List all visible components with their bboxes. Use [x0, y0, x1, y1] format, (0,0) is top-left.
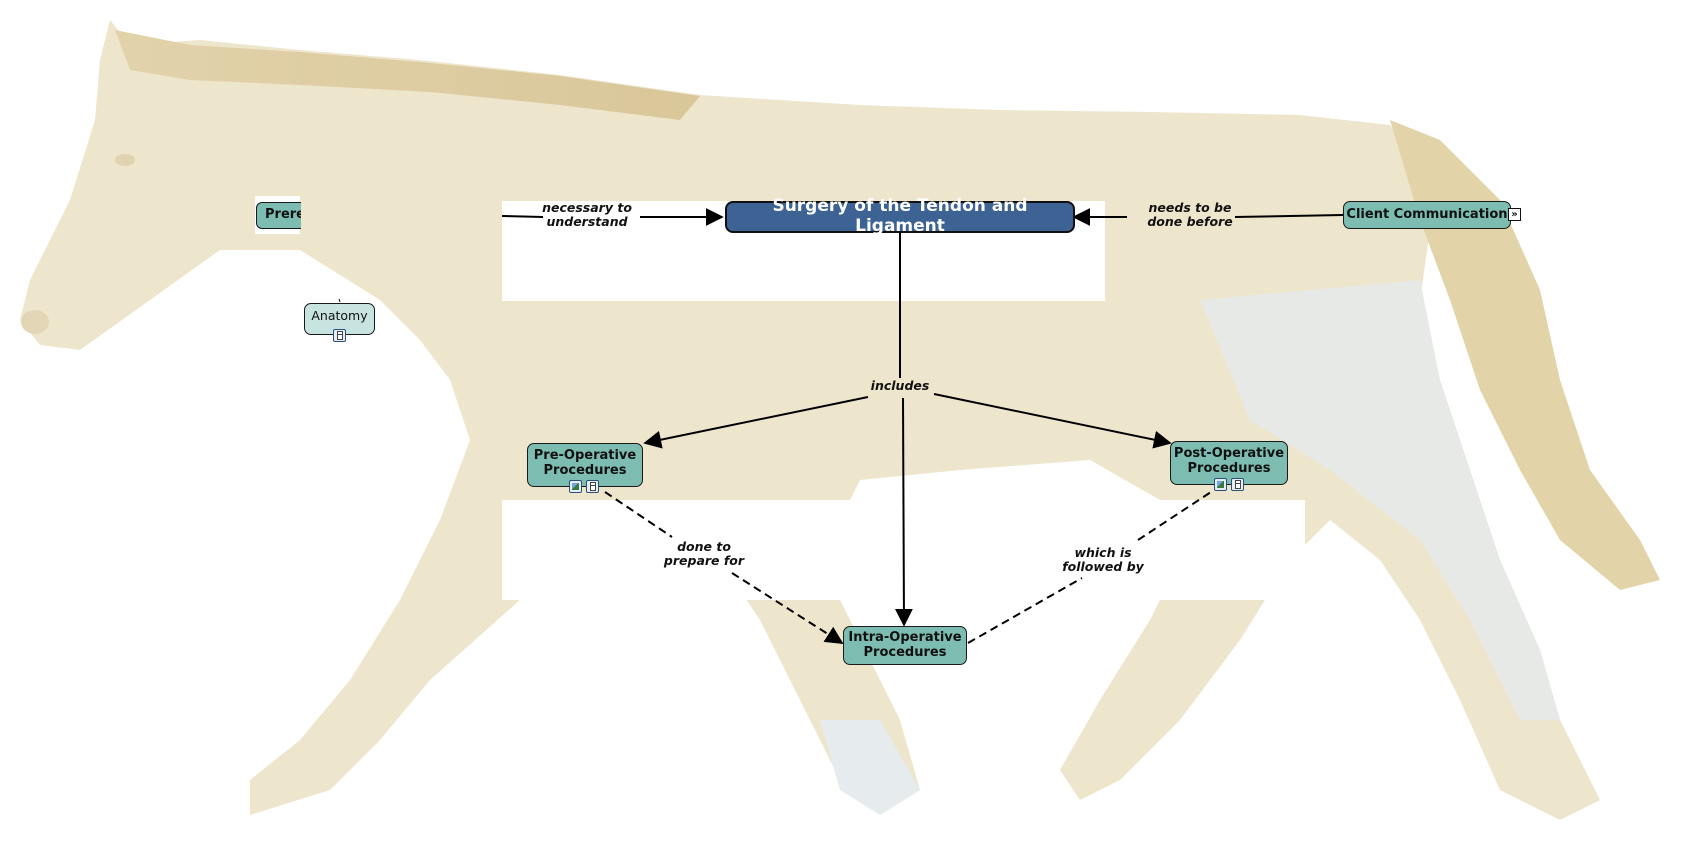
horse-tail-shape [1390, 120, 1660, 590]
horse-body-shape [20, 20, 1600, 820]
link-line-prereq-left [501, 215, 544, 218]
client-communication-expand-icon[interactable]: » [1508, 208, 1521, 221]
link-line-which-is-post [1137, 489, 1215, 541]
post-operative-document-icon[interactable] [1231, 478, 1244, 491]
main-concept-node[interactable]: Surgery of the Tendon and Ligament [725, 197, 1075, 236]
pre-operative-node[interactable]: Pre-Operative Procedures [527, 443, 643, 487]
link-line-includes-post [933, 393, 1172, 449]
link-label-includes: includes [870, 378, 930, 393]
prerequisites-node[interactable]: Prere [256, 202, 301, 229]
link-label-necessary-to-understand: necessary to understand [542, 200, 632, 230]
post-operative-image-icon[interactable] [1214, 478, 1227, 491]
anatomy-document-icon[interactable] [333, 329, 346, 342]
client-communication-node[interactable]: Client Communication [1343, 201, 1511, 229]
link-label-done-to-prepare-for: done to prepare for [663, 539, 745, 569]
post-operative-node[interactable]: Post-Operative Procedures [1170, 441, 1288, 485]
horse-eye-shape [115, 154, 135, 166]
anatomy-node[interactable]: Anatomy [304, 303, 375, 335]
link-line-includes-intra [894, 397, 913, 627]
link-line-intra-which-is [967, 577, 1083, 644]
horse-hoof-highlight [820, 720, 920, 815]
pre-operative-document-icon[interactable] [586, 480, 599, 493]
horse-muzzle-shape [21, 310, 49, 334]
link-label-which-is-followed-by: which is followed by [1062, 545, 1144, 575]
link-line-pre-done-to [604, 491, 673, 538]
link-line-done-to-intra [731, 572, 844, 644]
link-label-needs-to-be-done-before: needs to be done before [1147, 200, 1233, 230]
horse-mane-shape [115, 30, 700, 120]
horse-leg-highlight [1200, 280, 1560, 720]
link-line-includes-pre [643, 396, 869, 449]
pre-operative-image-icon[interactable] [569, 480, 582, 493]
link-line-anatomy-stub [338, 298, 341, 303]
intra-operative-node[interactable]: Intra-Operative Procedures [843, 626, 967, 665]
link-line-client-right [1234, 214, 1344, 218]
